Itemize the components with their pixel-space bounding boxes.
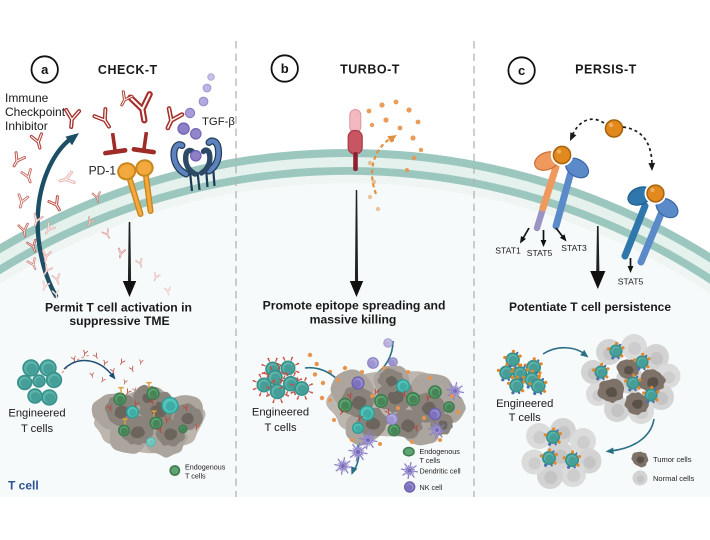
svg-text:c: c xyxy=(518,63,525,78)
svg-text:massive killing: massive killing xyxy=(310,313,397,327)
svg-text:STAT5: STAT5 xyxy=(527,248,553,258)
svg-text:T cells: T cells xyxy=(185,472,206,481)
svg-text:b: b xyxy=(281,61,289,76)
svg-text:T cell: T cell xyxy=(8,479,39,493)
svg-text:STAT3: STAT3 xyxy=(561,243,587,253)
svg-text:T cells: T cells xyxy=(264,422,297,434)
svg-text:T cells: T cells xyxy=(21,423,54,435)
svg-text:Dendritic cell: Dendritic cell xyxy=(420,467,462,476)
svg-text:Inhibitor: Inhibitor xyxy=(5,119,48,133)
svg-text:Endogenous: Endogenous xyxy=(420,447,461,456)
svg-text:PD-1: PD-1 xyxy=(89,164,117,178)
svg-text:STAT1: STAT1 xyxy=(495,246,521,256)
svg-text:Engineered: Engineered xyxy=(8,408,65,420)
svg-text:Engineered: Engineered xyxy=(496,398,553,410)
svg-text:a: a xyxy=(41,62,49,77)
svg-text:Checkpoint: Checkpoint xyxy=(5,105,66,119)
svg-text:Normal cells: Normal cells xyxy=(653,474,695,483)
svg-text:CHECK-T: CHECK-T xyxy=(98,63,158,77)
svg-text:Tumor cells: Tumor cells xyxy=(653,455,692,464)
svg-text:Potentiate T cell persistence: Potentiate T cell persistence xyxy=(509,300,671,314)
svg-text:TURBO-T: TURBO-T xyxy=(340,63,400,77)
svg-text:Promote epitope spreading and: Promote epitope spreading and xyxy=(263,299,446,313)
svg-text:Engineered: Engineered xyxy=(252,407,309,419)
svg-text:PERSIS-T: PERSIS-T xyxy=(575,63,637,77)
svg-text:STAT5: STAT5 xyxy=(618,277,644,287)
svg-text:NK cell: NK cell xyxy=(420,483,443,492)
svg-text:suppressive TME: suppressive TME xyxy=(69,314,169,328)
svg-text:Permit T cell activation in: Permit T cell activation in xyxy=(45,301,192,315)
svg-text:Endogenous: Endogenous xyxy=(185,463,226,472)
svg-text:T cells: T cells xyxy=(420,456,441,465)
svg-text:TGF-β: TGF-β xyxy=(202,116,235,128)
svg-text:T cells: T cells xyxy=(509,412,542,424)
svg-text:Immune: Immune xyxy=(5,91,49,105)
